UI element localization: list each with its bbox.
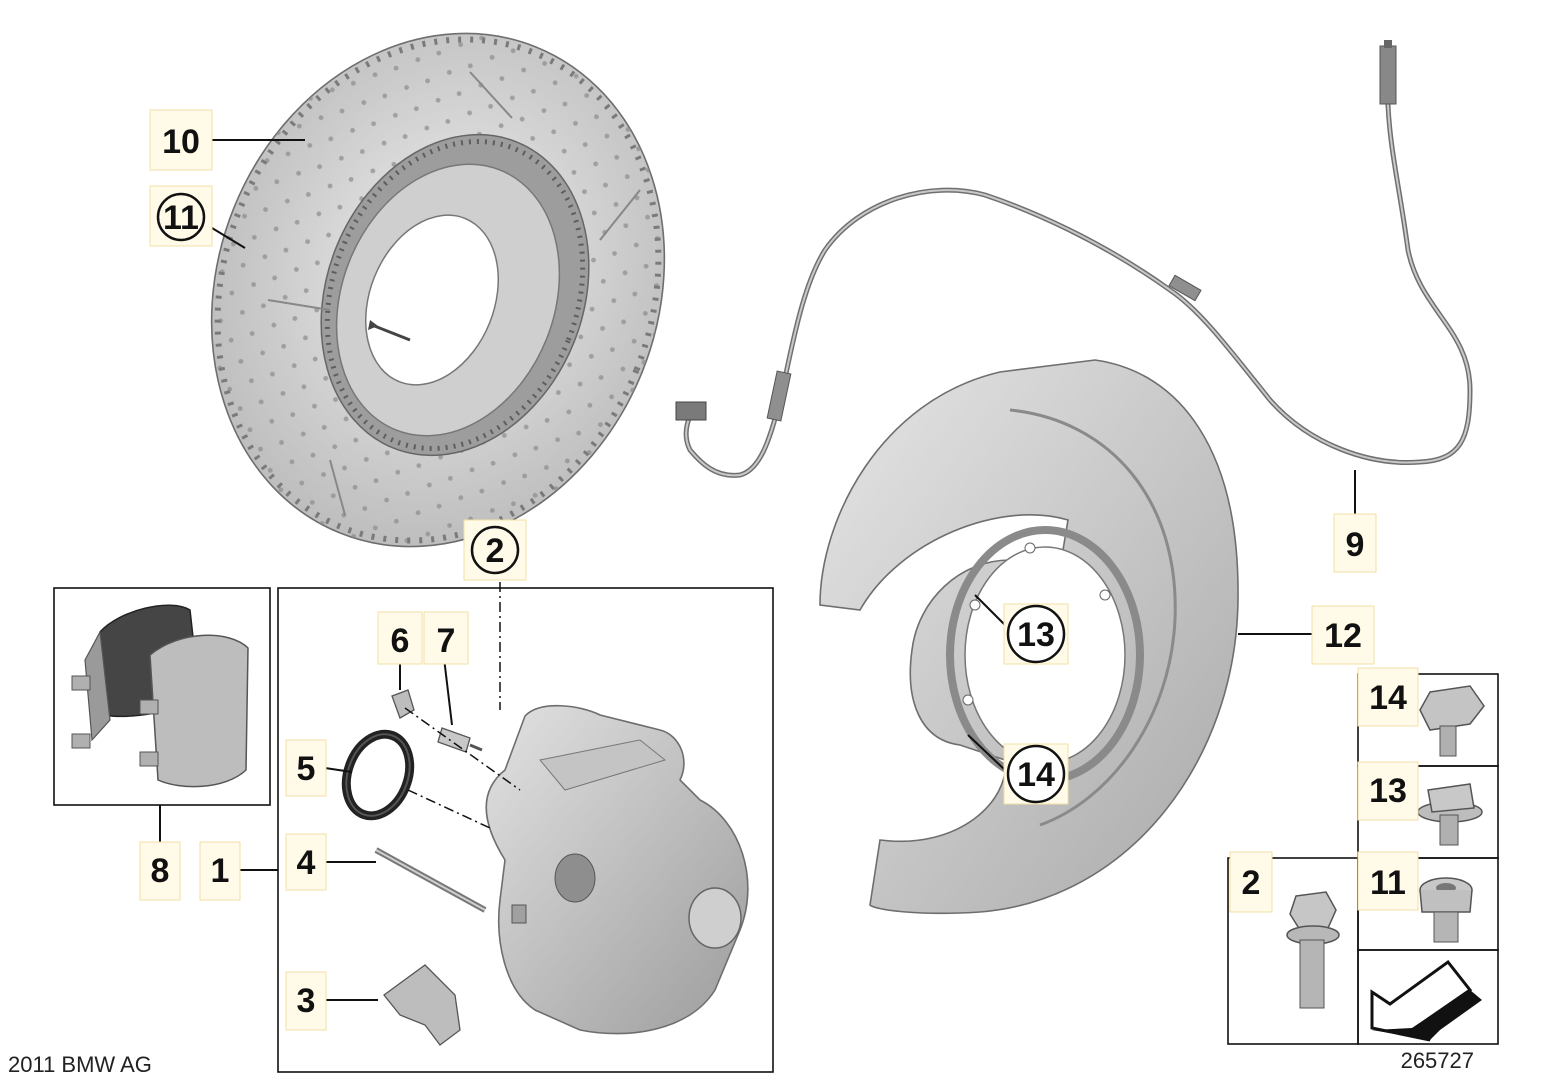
callout-9: 9 [1333,513,1377,573]
svg-text:11: 11 [163,199,199,237]
brake-wear-sensor [675,40,1473,478]
svg-text:2: 2 [1242,864,1261,902]
callout-2-circled: 2 [463,519,527,581]
svg-text:14: 14 [1369,679,1407,717]
callout-7: 7 [423,611,469,665]
svg-text:10: 10 [162,123,200,161]
hardware-label-13: 13 [1357,761,1419,821]
hardware-label-14: 14 [1357,667,1419,727]
svg-text:1: 1 [211,852,230,890]
callout-12: 12 [1311,605,1375,665]
svg-text:13: 13 [1017,616,1055,654]
callout-3: 3 [285,971,327,1031]
callout-5: 5 [285,739,327,797]
svg-text:7: 7 [437,622,456,660]
brake-pad-set [53,587,271,806]
callout-6: 6 [377,611,423,665]
diagram-number: 265727 [1401,1048,1474,1073]
bleeder-valve [437,727,483,753]
brake-disc [210,32,666,548]
piston-seal-ring [341,729,415,821]
callout-11-circled: 11 [149,185,213,247]
guide-pin [374,847,487,913]
callout-1: 1 [199,841,241,901]
copyright-text: 2011 BMW AG [8,1052,152,1077]
callout-8: 8 [139,841,181,901]
front-direction-arrow-icon [1370,959,1482,1042]
svg-text:14: 14 [1017,756,1055,794]
flange-bolt-2 [1286,891,1340,1009]
caliper-assembly-frame [277,587,774,1073]
callout-13-circled: 13 [1003,603,1069,665]
brake-caliper [485,704,749,1035]
hardware-label-11: 11 [1357,851,1419,911]
callout-4: 4 [285,833,327,891]
callout-10: 10 [149,109,213,171]
svg-text:6: 6 [391,622,410,660]
callout-14-circled: 14 [1003,743,1069,805]
bleeder-cap [391,689,415,719]
hex-bolt-14 [1419,685,1485,757]
svg-text:4: 4 [297,844,316,882]
allen-screw-11 [1419,877,1473,943]
svg-text:8: 8 [151,852,170,890]
anti-rattle-spring [383,964,461,1046]
svg-text:9: 9 [1346,526,1365,564]
svg-text:3: 3 [297,982,316,1020]
svg-text:5: 5 [297,750,316,788]
hardware-label-2: 2 [1229,851,1273,913]
svg-text:11: 11 [1370,864,1406,902]
svg-text:13: 13 [1369,772,1407,810]
svg-text:2: 2 [486,532,505,570]
flange-nut-13 [1417,783,1483,846]
svg-text:12: 12 [1324,617,1362,655]
brake-pad-frame [53,587,271,806]
